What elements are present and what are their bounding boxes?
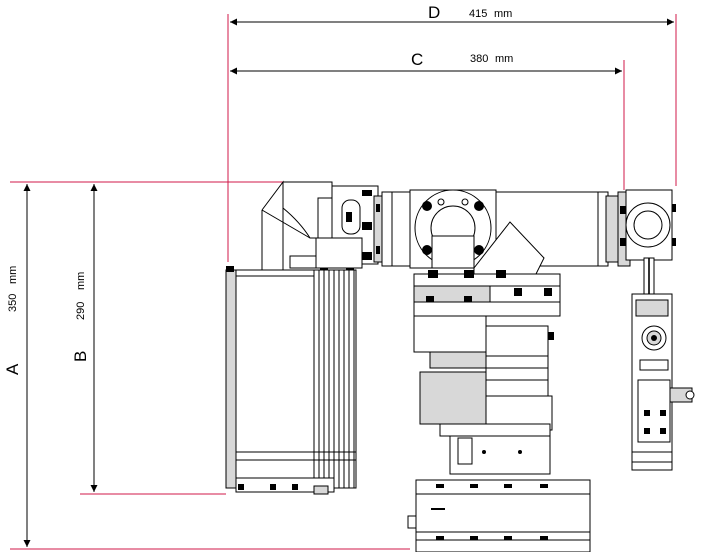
dimension-a: A 350 mm — [3, 184, 31, 547]
dimension-b-unit: mm — [75, 272, 87, 290]
dimension-b-value: 290 — [75, 302, 87, 320]
dimension-b: B 290 mm — [71, 184, 98, 492]
dimension-c: C 380 mm — [230, 50, 622, 75]
dimension-d-value: 415 — [469, 8, 487, 20]
extension-lines — [10, 14, 677, 550]
dimension-d-unit: mm — [494, 8, 512, 20]
base-unit — [407, 479, 591, 552]
valve-assembly — [617, 189, 676, 300]
dimension-b-letter: B — [71, 351, 90, 362]
riser-pipe — [431, 221, 545, 291]
dimension-a-unit: mm — [7, 266, 19, 284]
electronics-housing — [225, 255, 357, 495]
dimension-d-letter: D — [428, 3, 440, 22]
dimension-a-value: 350 — [7, 294, 19, 312]
dimension-c-unit: mm — [495, 53, 513, 65]
cooling-fins — [313, 270, 355, 488]
pump-body — [413, 315, 553, 475]
actuator-column — [631, 293, 695, 471]
dimension-a-letter: A — [3, 363, 22, 375]
dimension-c-letter: C — [411, 50, 423, 69]
inlet-hood — [261, 180, 379, 270]
dimension-c-value: 380 — [470, 53, 488, 65]
dimension-d: D 415 mm — [230, 3, 674, 26]
